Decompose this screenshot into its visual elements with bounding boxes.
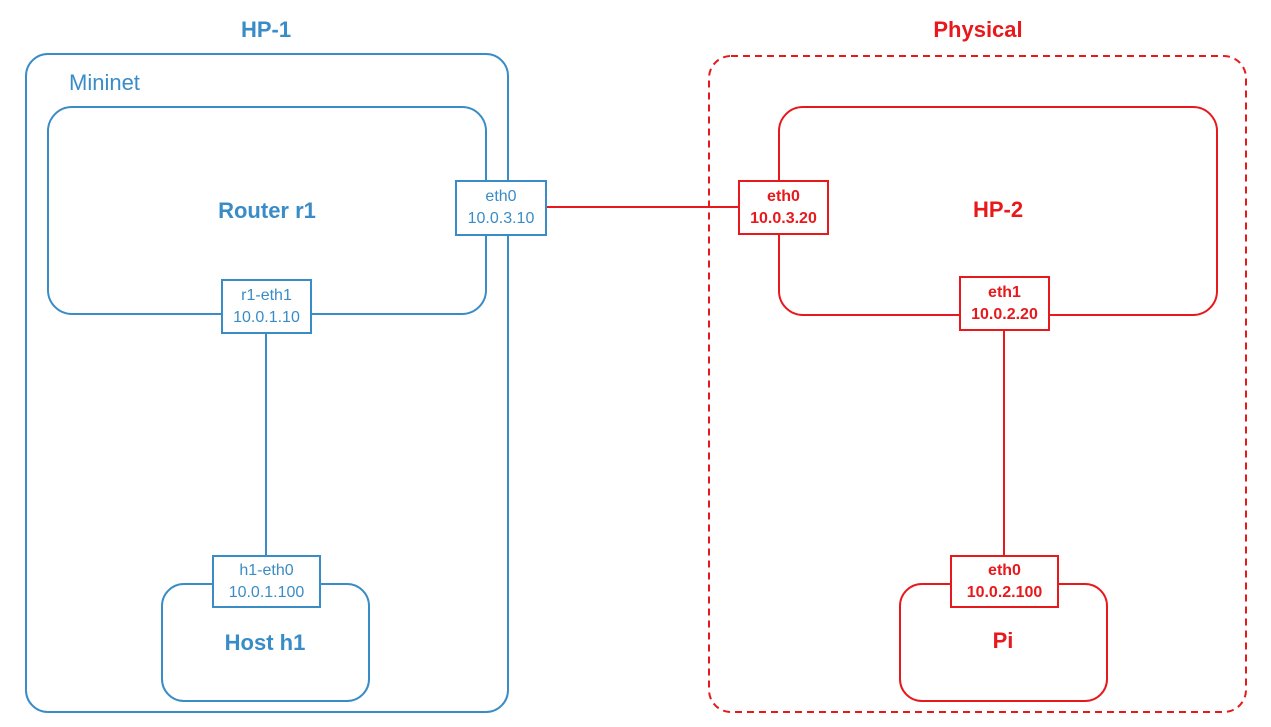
host-eth0-interface[interactable]: h1-eth0 10.0.1.100 — [212, 555, 321, 608]
physical-title: Physical — [933, 17, 1023, 42]
interface-name: eth1 — [988, 283, 1021, 301]
router-eth1-interface[interactable]: r1-eth1 10.0.1.10 — [221, 279, 312, 334]
hp1-title: HP-1 — [240, 17, 292, 42]
interface-ip: 10.0.2.100 — [966, 583, 1043, 601]
router-r1-label: Router r1 — [218, 198, 316, 223]
physical-container — [708, 55, 1247, 713]
interface-name: r1-eth1 — [241, 286, 292, 304]
interface-ip: 10.0.1.10 — [233, 308, 300, 326]
hp2-eth0-interface[interactable]: eth0 10.0.3.20 — [738, 180, 829, 235]
interface-name: h1-eth0 — [239, 561, 294, 579]
interface-ip: 10.0.1.100 — [228, 583, 305, 601]
interface-ip: 10.0.3.10 — [467, 210, 535, 227]
pi-label: Pi — [992, 628, 1014, 653]
router-eth0-interface[interactable]: eth0 10.0.3.10 — [455, 180, 547, 236]
interface-name: eth0 — [988, 561, 1021, 579]
interface-ip: 10.0.2.20 — [971, 305, 1038, 323]
mininet-label: Mininet — [69, 70, 140, 95]
hp1-container — [25, 53, 509, 713]
hp2-label: HP-2 — [972, 197, 1024, 222]
interface-name: eth0 — [767, 187, 800, 205]
host-h1-label: Host h1 — [224, 630, 306, 655]
pi-eth0-interface[interactable]: eth0 10.0.2.100 — [950, 555, 1059, 608]
interface-name: eth0 — [485, 188, 517, 205]
interface-ip: 10.0.3.20 — [750, 209, 817, 227]
hp2-eth1-interface[interactable]: eth1 10.0.2.20 — [959, 276, 1050, 331]
